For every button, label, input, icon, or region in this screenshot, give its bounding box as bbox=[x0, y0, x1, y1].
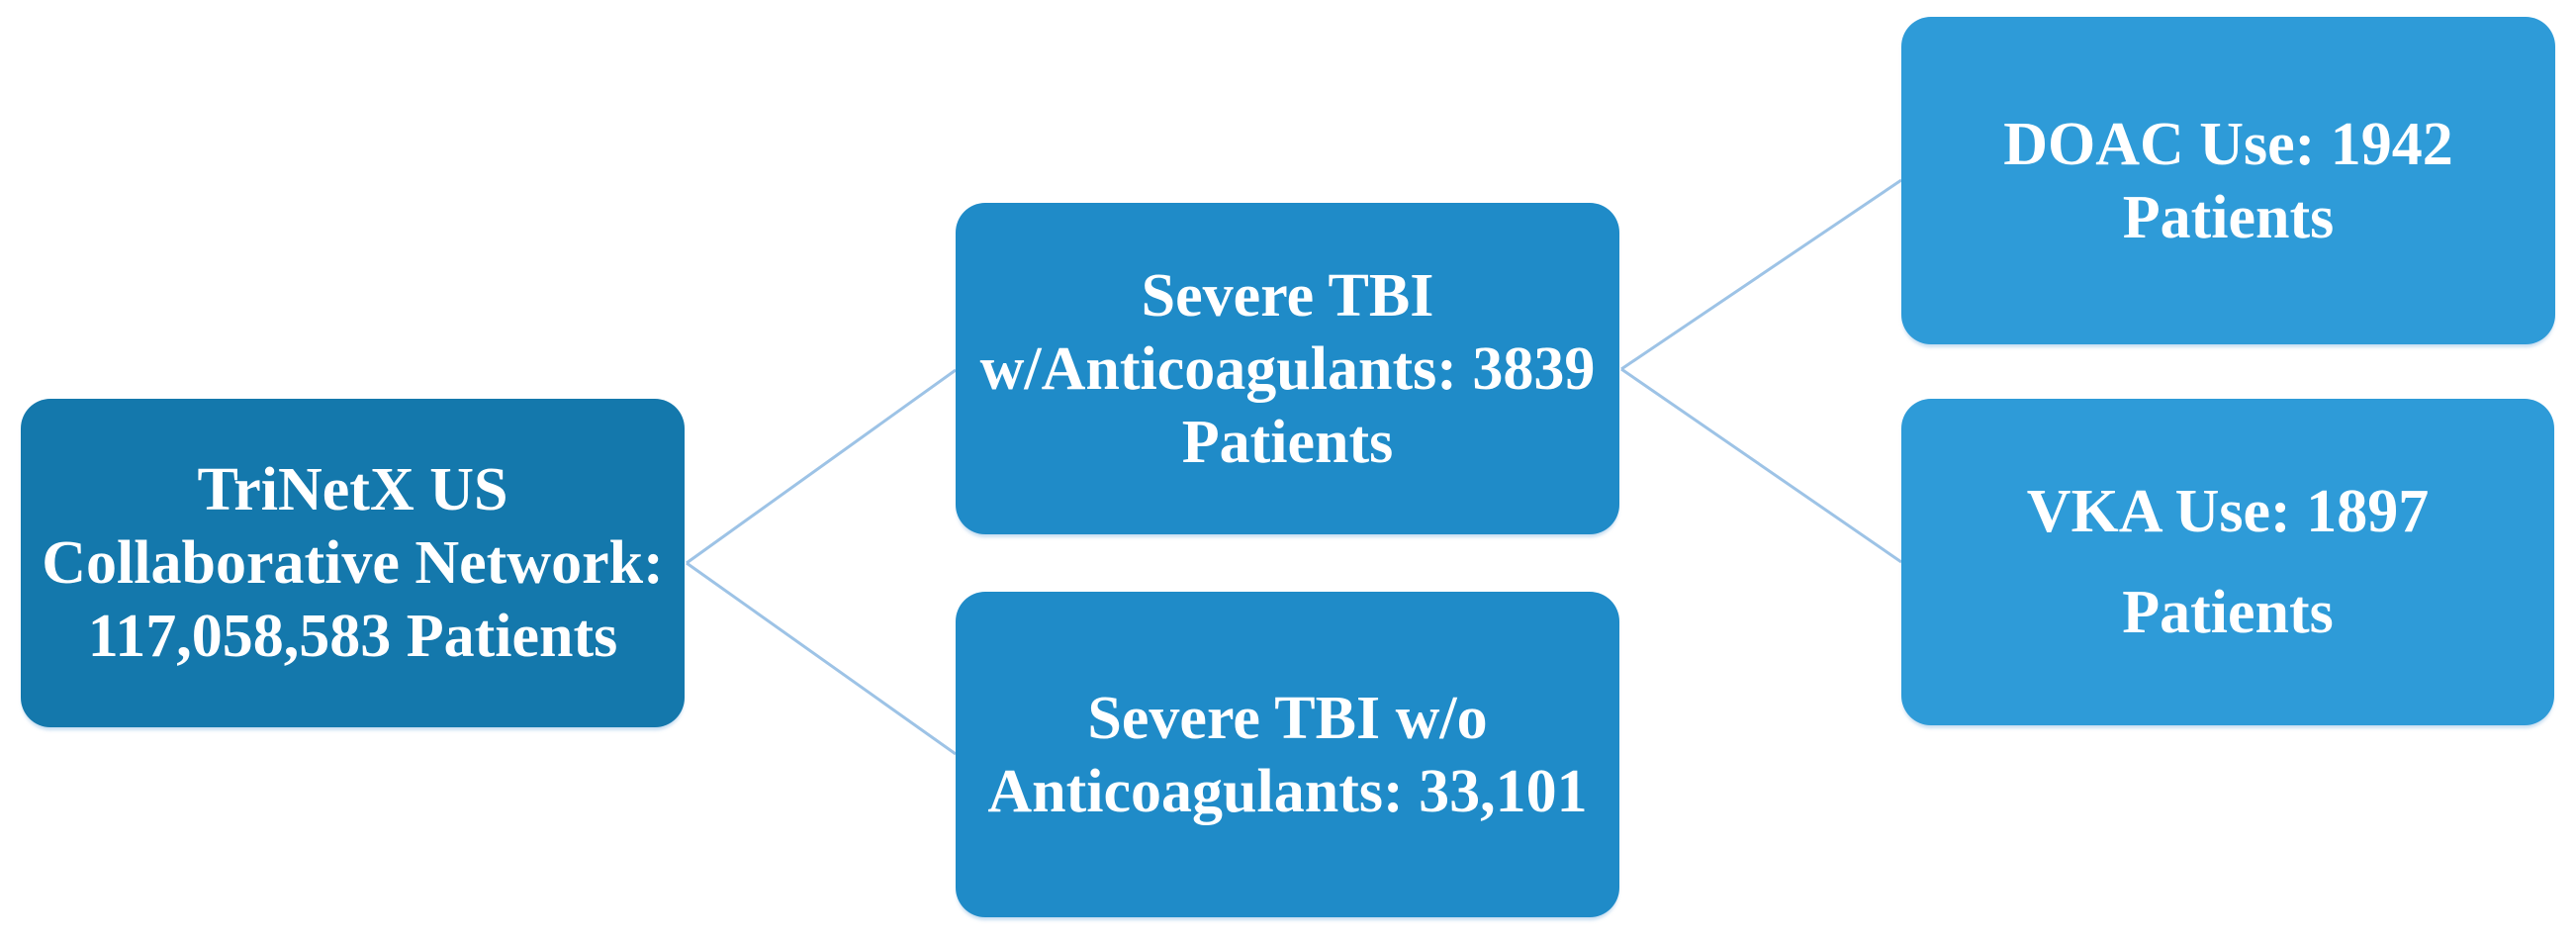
node-trinetx-network: TriNetX US Collaborative Network: 117,05… bbox=[21, 399, 685, 727]
connector-tbi-with-ac-to-vka bbox=[1620, 367, 1902, 564]
node-text-line: Patients bbox=[1181, 408, 1394, 476]
connector-network-to-tbi-without-ac bbox=[686, 561, 957, 756]
node-text-line: Patients bbox=[2122, 579, 2334, 646]
node-text-line: w/Anticoagulants: 3839 bbox=[979, 334, 1596, 403]
connector-network-to-tbi-with-ac bbox=[686, 368, 957, 565]
node-severe-tbi-with-anticoagulants: Severe TBI w/Anticoagulants: 3839 Patien… bbox=[956, 203, 1619, 534]
node-vka-use: VKA Use: 1897 Patients bbox=[1901, 399, 2554, 725]
node-text-line: Anticoagulants: 33,101 bbox=[987, 757, 1588, 825]
node-severe-tbi-without-anticoagulants: Severe TBI w/o Anticoagulants: 33,101 bbox=[956, 592, 1619, 917]
node-text-line: Collaborative Network: bbox=[42, 529, 664, 597]
node-text-line: TriNetX US bbox=[197, 456, 508, 523]
node-text-line: 117,058,583 Patients bbox=[87, 603, 618, 670]
node-doac-use: DOAC Use: 1942 Patients bbox=[1901, 17, 2555, 344]
node-text-line: Patients bbox=[2122, 183, 2335, 251]
node-text-line: DOAC Use: 1942 bbox=[2003, 110, 2453, 178]
node-text-line: Severe TBI w/o bbox=[1087, 684, 1488, 752]
node-text-line: Severe TBI bbox=[1141, 261, 1434, 330]
node-text-line: VKA Use: 1897 bbox=[2026, 478, 2430, 545]
connector-tbi-with-ac-to-doac bbox=[1620, 178, 1902, 371]
